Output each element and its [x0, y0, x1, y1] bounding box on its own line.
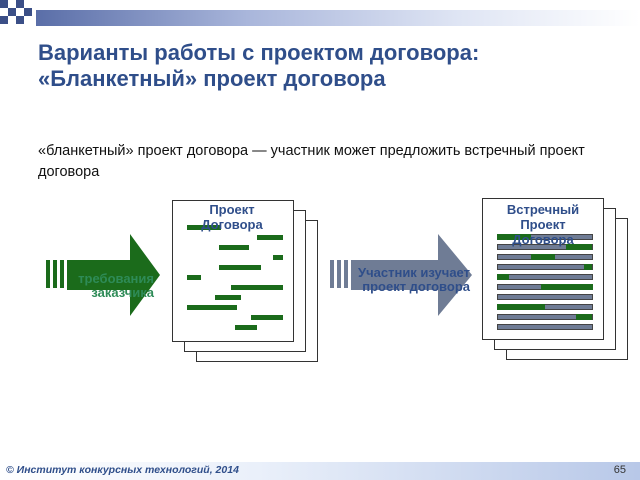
page-number: 65	[613, 464, 626, 476]
subtitle: «бланкетный» проект договора — участник …	[38, 143, 585, 180]
doc1-sheet-front	[172, 200, 294, 342]
header-gradient-bar	[36, 10, 640, 26]
doc1-label: Проект Договора	[201, 202, 263, 232]
title-line-2: «Бланкетный» проект договора	[38, 66, 386, 91]
participant-studies-arrow	[330, 234, 472, 316]
doc2-label: Встречный Проект Договора	[506, 202, 580, 247]
arrow2-label: Участник изучает проект договора	[358, 265, 470, 294]
footer-gradient-bar	[0, 462, 640, 480]
customer-requirements-arrow	[46, 234, 160, 316]
footer-copyright: © Институт конкурсных технологий, 2014	[6, 464, 239, 476]
page-title: Варианты работы с проектом договора: «Бл…	[38, 40, 628, 92]
title-line-1: Варианты работы с проектом договора:	[38, 40, 480, 65]
arrow1-label: требования заказчика	[78, 271, 154, 300]
decorative-checker-pattern	[0, 0, 32, 24]
